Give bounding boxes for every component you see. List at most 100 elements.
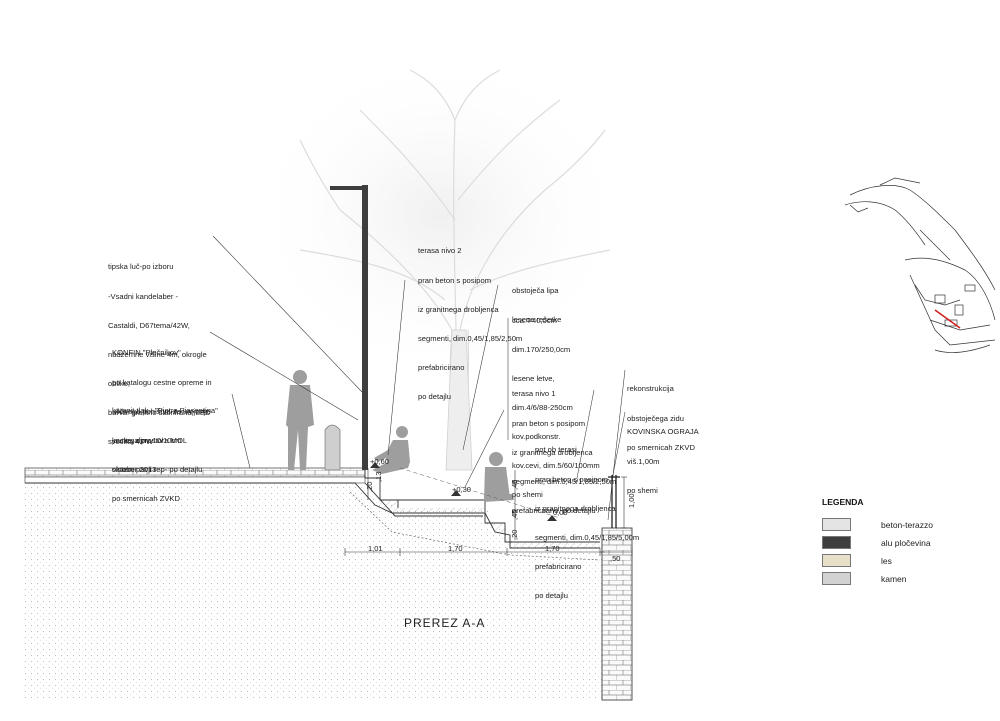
note-line: rekonstrukcija [627, 384, 674, 394]
note-line: obstoječega zidu [627, 413, 684, 423]
note-line: cca.Φ40,0cm [512, 315, 557, 325]
note-line: po detajlu [418, 391, 451, 401]
note-line: svetilka 42 W [108, 437, 154, 447]
figure-seated-man [484, 452, 514, 502]
note-line: kov.podkonstr. [512, 431, 561, 441]
legend-swatch [822, 536, 851, 549]
legend-swatch [822, 554, 851, 567]
figure-standing [286, 370, 314, 470]
note-terrace-level-1: terasa nivo 1 pran beton s posipom iz gr… [512, 370, 616, 525]
note-line: po detajlu [535, 590, 568, 600]
note-terrace-level-2: terasa nivo 2 pran beton s posipom iz gr… [418, 227, 522, 411]
note-line: prefabricirano, po detajlu [512, 505, 596, 515]
note-line: terasa nivo 1 [512, 389, 556, 399]
legend-label: alu pločevina [881, 537, 931, 548]
legend-item: kamen [822, 570, 992, 587]
level-label: +0,30 [452, 485, 471, 494]
note-line: prefabricirano [418, 362, 465, 372]
note-line: oblike, [108, 378, 130, 388]
note-line: po katalogu cestne opreme in [112, 377, 212, 387]
note-line: prefabricirano [535, 561, 582, 571]
note-existing-linden: obstoječa lipa cca.Φ40,0cm [512, 267, 558, 335]
legend-item: alu pločevina [822, 534, 992, 551]
note-line: iz granitnega drobljenca [512, 447, 593, 457]
legend-swatch [822, 572, 851, 585]
note-line: pot ob terasi [535, 445, 577, 455]
note-wooden-grilles: lesene rešetke dim.170/250,0cm lesene le… [512, 296, 600, 509]
dimension-label: 1,70 [545, 544, 560, 553]
note-line: nadzemne višine 4m, okrogle [108, 349, 207, 359]
note-line: oktober 2013 [112, 464, 157, 474]
level-markers [370, 462, 557, 521]
dimension-label: ,45 [510, 509, 519, 520]
legend-label: kamen [881, 573, 907, 584]
level-label: +0,60 [370, 457, 389, 466]
legend-label: beton-terazzo [881, 519, 933, 530]
note-line: po shemi [512, 490, 543, 500]
legend-label: les [881, 555, 892, 566]
legend-item: beton-terazzo [822, 516, 992, 533]
note-line: KONFIN "Plečnikov" [112, 348, 181, 358]
note-line: -Vsadni kandelaber - [108, 291, 179, 301]
note-line: segmenti, dim.0,45/1,85/5,00m [535, 532, 640, 542]
note-line: segmenti, dim.0,45/1,85/2,50m [512, 476, 617, 486]
note-line: pran beton s posipom [535, 474, 609, 484]
legend-item: les [822, 552, 992, 569]
dimension-label: 1,01 [368, 544, 383, 553]
legend-title: LEGENDA [822, 497, 864, 507]
note-metal-railing: KOVINSKA OGRAJA viš.1,00m po shemi [627, 408, 699, 505]
note-line: lesene letve, [512, 373, 555, 383]
dimension-label: ,50 [610, 554, 621, 563]
note-bollard: KONFIN "Plečnikov" po katalogu cestne op… [112, 329, 212, 484]
dimension-lines [344, 468, 633, 556]
note-line: iz granitnega drobljenca [535, 503, 616, 513]
note-line: tipska luč-po izboru [108, 262, 174, 272]
note-line: lesene rešetke [512, 315, 562, 325]
section-cut-marker [934, 309, 961, 329]
terrace-slab-hatch [380, 500, 485, 513]
note-line: po smernicah ZVKD [112, 493, 180, 503]
dimension-label: 1,00 [627, 493, 636, 508]
note-line: barva: grafitno satinirana, LED [108, 407, 211, 417]
note-line: obstoječa lipa [512, 286, 559, 296]
note-line: kamnit tlak - "Pietra Piasentina" [112, 406, 218, 416]
note-line: pran beton s posipom [512, 418, 586, 428]
leader-lines [209, 235, 626, 521]
note-line: dim.4/6/88-250cm [512, 402, 573, 412]
bollard [324, 424, 341, 471]
earth-fill [25, 482, 602, 700]
dimension-label: ,13 [374, 471, 383, 482]
note-line: kov.cevi, dim.5/60/100mm [512, 460, 600, 470]
note-line: iz granitnega drobljenca [418, 304, 499, 314]
note-line: uličnega pohištva za urejanje [112, 406, 210, 416]
note-line: kocke, dim. 10/10cm [112, 435, 182, 445]
legend: LEGENDA beton-terazzo alu pločevina les … [822, 497, 992, 588]
note-wall-reconstruction: rekonstrukcija obstoječega zidu po smern… [627, 365, 695, 462]
situation-map [844, 177, 996, 353]
level-label: 0,00 [553, 508, 568, 517]
note-line: po smernicah ZKVD [627, 442, 695, 452]
section-title: PREREZ A-A [404, 616, 486, 630]
note-stone-paving: kamnit tlak - "Pietra Piasentina" kocke,… [112, 387, 218, 513]
note-line: segmenti, dim.0,45/1,85/2,50m [418, 333, 523, 343]
note-path-by-terrace: pot ob terasi pran beton s posipom iz gr… [535, 426, 639, 610]
note-line: sistem pavji rep- po detajlu [112, 464, 203, 474]
legend-swatch [822, 518, 851, 531]
note-line: dim.170/250,0cm [512, 344, 571, 354]
dimension-label: ,20 [365, 481, 374, 492]
note-street-lamp: tipska luč-po izboru -Vsadni kandelaber … [108, 243, 211, 456]
note-line: pran beton s posipom [418, 275, 492, 285]
note-line: Castaldi, D67tema/42W, [108, 320, 190, 330]
dimension-label: 1,70 [448, 544, 463, 553]
lamp-post [330, 185, 368, 470]
note-line: viš.1,00m [627, 456, 660, 466]
tree-linden [245, 50, 635, 471]
retaining-wall [601, 527, 633, 701]
note-line: javnega prostora MOL [112, 435, 188, 445]
dimension-label: ,45 [510, 479, 519, 490]
dimension-label: ,20 [510, 529, 519, 540]
figure-seated-woman [372, 426, 410, 474]
note-line: po shemi [627, 485, 658, 495]
